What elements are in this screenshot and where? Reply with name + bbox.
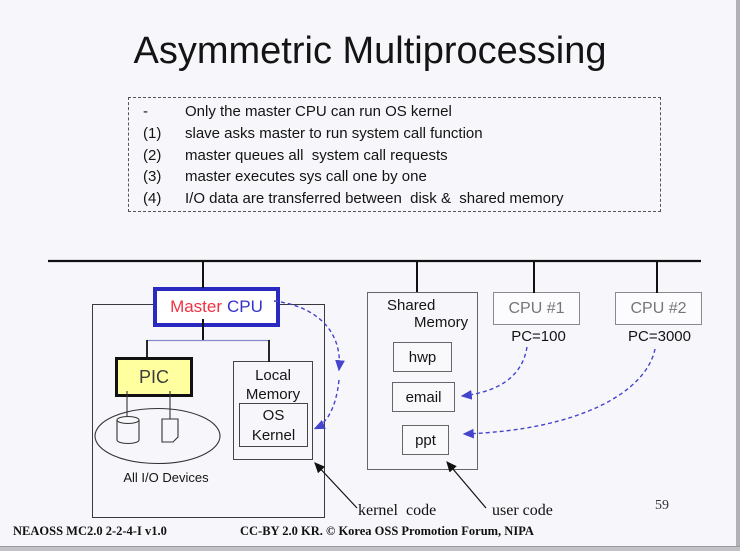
shared-slot-hwp: hwp xyxy=(393,342,452,372)
cpu1-box: CPU #1 xyxy=(493,292,580,325)
io-devices-label: All I/O Devices xyxy=(123,470,209,485)
note-text: master queues all system call requests xyxy=(185,146,448,164)
os-kernel-label-line1: OS xyxy=(262,407,285,424)
notes-box: - Only the master CPU can run OS kernel … xyxy=(128,97,661,212)
kernel-code-label: kernel code xyxy=(358,502,437,519)
pic-box: PIC xyxy=(115,357,193,397)
footer-course-id: NEAOSS MC2.0 2-2-4-I v1.0 xyxy=(13,524,167,538)
shared-memory-label-line2: Memory xyxy=(414,314,469,331)
note-marker: (1) xyxy=(143,124,162,142)
note-item: (2) master queues all system call reques… xyxy=(129,145,660,167)
note-text: I/O data are transferred between disk & … xyxy=(185,190,564,208)
cpu1-pc-label: PC=100 xyxy=(511,328,566,345)
page-number: 59 xyxy=(655,498,669,513)
master-cpu-label-cpu: CPU xyxy=(227,297,263,316)
master-cpu-box: Master CPU xyxy=(153,287,280,327)
shared-slot-email: email xyxy=(392,382,455,412)
shared-slot-ppt: ppt xyxy=(402,425,449,455)
system-bus-line xyxy=(48,259,701,293)
note-marker: (3) xyxy=(143,168,162,186)
master-cpu-label-master: Master xyxy=(170,297,223,316)
note-text: slave asks master to run system call fun… xyxy=(185,124,483,142)
note-text: Only the master CPU can run OS kernel xyxy=(185,103,452,120)
window-edge-right xyxy=(736,0,740,551)
note-item: (3) master executes sys call one by one xyxy=(129,166,660,188)
note-item: - Only the master CPU can run OS kernel xyxy=(129,101,660,123)
note-marker: - xyxy=(143,103,148,120)
local-memory-label-line2: Memory xyxy=(245,386,301,403)
cpu2-to-ppt-dashed-arrow xyxy=(462,348,656,439)
note-marker: (2) xyxy=(143,146,162,164)
note-item: (1) slave asks master to run system call… xyxy=(129,123,660,145)
local-memory-box: Local Memory xyxy=(233,361,313,460)
note-item: (4) I/O data are transferred between dis… xyxy=(129,188,660,210)
note-text: master executes sys call one by one xyxy=(185,168,427,186)
user-code-label: user code xyxy=(492,502,553,519)
note-marker: (4) xyxy=(143,190,162,208)
cpu2-pc-label: PC=3000 xyxy=(628,328,691,345)
cpu2-box: CPU #2 xyxy=(615,292,702,325)
page-title: Asymmetric Multiprocessing xyxy=(133,30,607,72)
os-kernel-box: OS Kernel xyxy=(239,403,308,447)
pic-label: PIC xyxy=(138,366,169,387)
shared-memory-label-line1: Shared xyxy=(387,297,436,314)
local-memory-label-line1: Local xyxy=(255,367,291,384)
os-kernel-label-line2: Kernel xyxy=(251,427,296,444)
window-edge-bottom xyxy=(0,546,740,551)
footer-license: CC-BY 2.0 KR. © Korea OSS Promotion Foru… xyxy=(240,524,534,538)
